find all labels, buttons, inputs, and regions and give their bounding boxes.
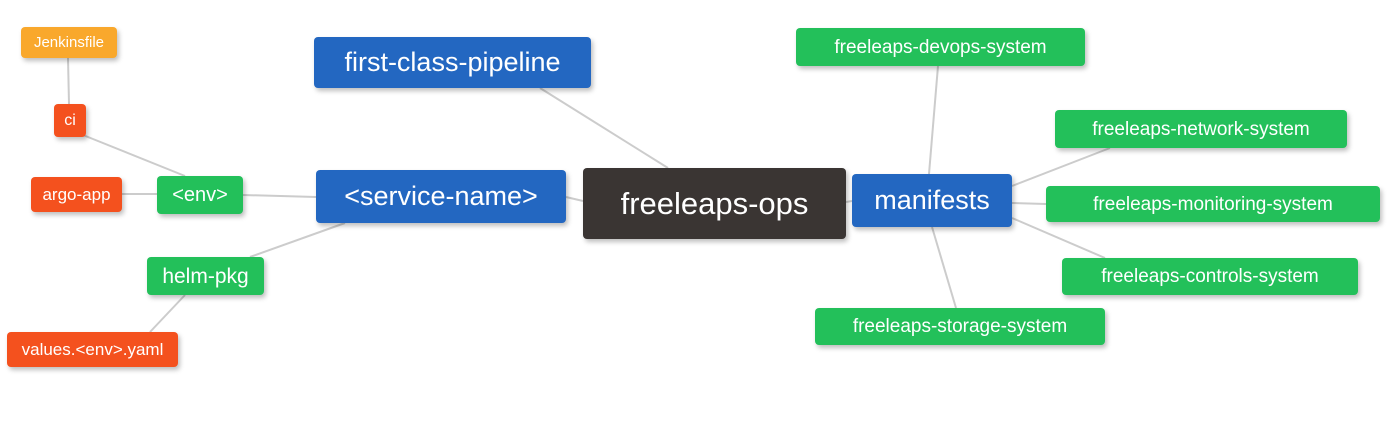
- edge-values-env-yaml-to-helm-pkg: [149, 294, 186, 333]
- node-values-env-yaml[interactable]: values.<env>.yaml: [7, 332, 178, 367]
- edge-ci-to-env: [82, 134, 186, 177]
- node-first-class-pipeline[interactable]: first-class-pipeline: [314, 37, 591, 88]
- node-storage-system[interactable]: freeleaps-storage-system: [815, 308, 1105, 345]
- node-argo-app[interactable]: argo-app: [31, 177, 122, 212]
- node-env[interactable]: <env>: [157, 176, 243, 214]
- edge-manifests-to-controls-system: [1011, 217, 1106, 259]
- edge-manifests-to-storage-system: [931, 226, 957, 309]
- edge-jenkinsfile-to-ci: [67, 57, 70, 105]
- edge-helm-pkg-to-service-name: [249, 222, 346, 258]
- edge-freeleaps-ops-to-manifests: [845, 200, 853, 203]
- edge-manifests-to-devops-system: [928, 65, 939, 175]
- edge-service-name-to-freeleaps-ops: [565, 196, 584, 202]
- edge-manifests-to-network-system: [1011, 147, 1111, 187]
- node-monitoring-system[interactable]: freeleaps-monitoring-system: [1046, 186, 1380, 222]
- node-devops-system[interactable]: freeleaps-devops-system: [796, 28, 1085, 66]
- node-ci[interactable]: ci: [54, 104, 86, 137]
- edge-manifests-to-monitoring-system: [1011, 202, 1047, 205]
- node-network-system[interactable]: freeleaps-network-system: [1055, 110, 1347, 148]
- node-service-name[interactable]: <service-name>: [316, 170, 566, 223]
- node-helm-pkg[interactable]: helm-pkg: [147, 257, 264, 295]
- edge-env-to-service-name: [242, 194, 317, 198]
- node-controls-system[interactable]: freeleaps-controls-system: [1062, 258, 1358, 295]
- node-jenkinsfile[interactable]: Jenkinsfile: [21, 27, 117, 58]
- edge-first-class-pipeline-to-freeleaps-ops: [539, 87, 669, 169]
- node-freeleaps-ops[interactable]: freeleaps-ops: [583, 168, 846, 239]
- node-manifests[interactable]: manifests: [852, 174, 1012, 227]
